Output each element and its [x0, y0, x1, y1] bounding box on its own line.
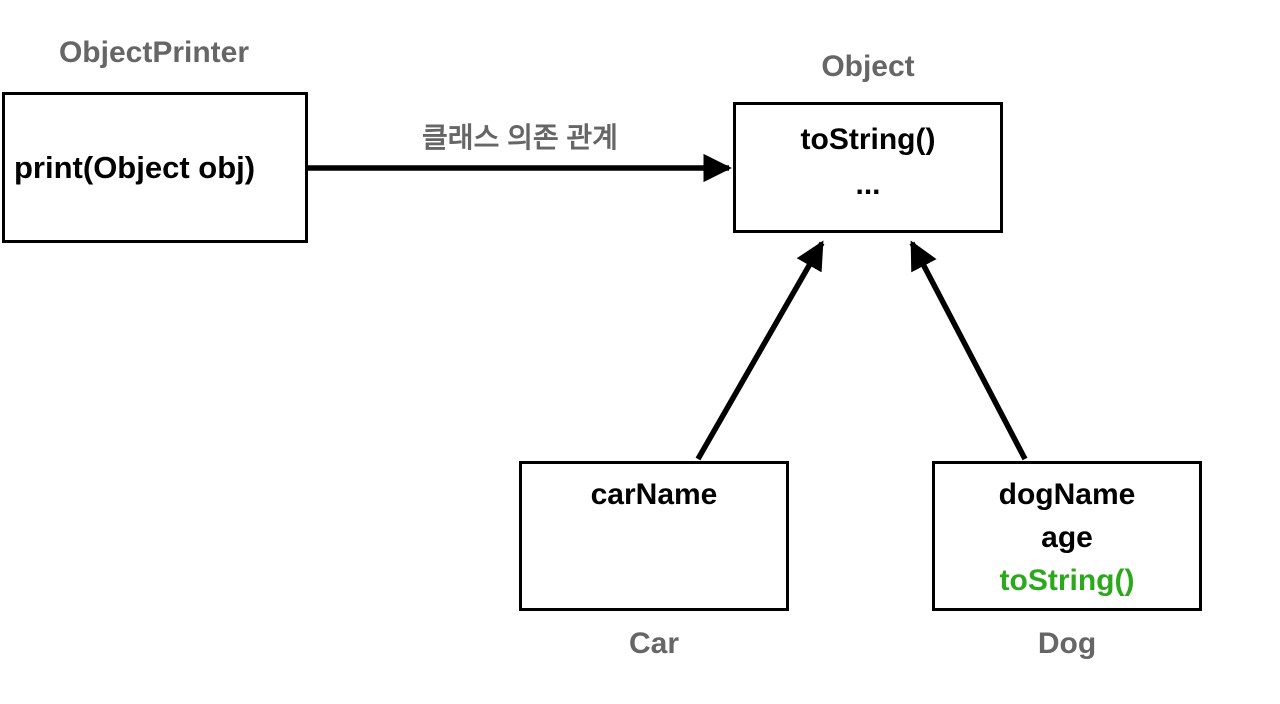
object-printer-class-box: print(Object obj) [2, 92, 308, 243]
dog-method-tostring-override: toString() [999, 564, 1135, 597]
car-class-box: carName [519, 461, 789, 611]
car-class-title: Car [628, 627, 680, 660]
object-method-tostring: toString() [800, 123, 936, 156]
dog-field-age: age [1041, 521, 1093, 554]
dog-class-box: dogName age toString() [932, 461, 1202, 611]
object-printer-method: print(Object obj) [14, 149, 256, 185]
object-class-title: Object [821, 50, 915, 83]
car-field-carname: carName [590, 478, 718, 511]
object-member-ellipsis: ... [855, 168, 881, 201]
object-class-box: toString() ... [733, 102, 1003, 233]
dog-inheritance-arrow [909, 240, 1028, 461]
dependency-relationship-label: 클래스 의존 관계 [422, 122, 618, 153]
object-printer-class-title: ObjectPrinter [58, 36, 250, 69]
dog-class-title: Dog [1037, 627, 1097, 660]
car-inheritance-arrow [695, 240, 825, 461]
dog-field-dogname: dogName [998, 478, 1136, 511]
